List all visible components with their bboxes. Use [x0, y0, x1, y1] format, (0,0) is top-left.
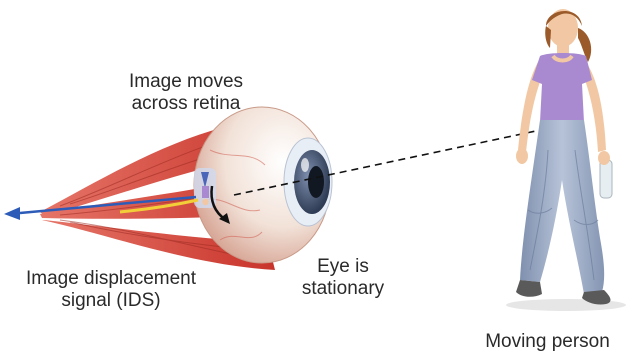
label-image-moves: Image moves across retina	[86, 71, 286, 115]
label-ids-line1: Image displacement	[0, 268, 222, 290]
left-shoe	[516, 280, 542, 297]
label-image-moves-line2: across retina	[86, 93, 286, 115]
shirt	[532, 53, 592, 125]
moving-person	[506, 9, 626, 311]
label-eye-line2: stationary	[283, 278, 403, 300]
label-ids-line2: signal (IDS)	[0, 290, 222, 312]
pupil	[308, 166, 324, 198]
jeans	[520, 120, 604, 294]
label-eye-line1: Eye is	[283, 256, 403, 278]
water-bottle	[600, 160, 612, 198]
signal-arrowhead	[4, 207, 20, 220]
label-image-moves-line1: Image moves	[86, 71, 286, 93]
label-moving-person: Moving person	[460, 331, 635, 353]
label-eye-stationary: Eye is stationary	[283, 256, 403, 300]
label-ids: Image displacement signal (IDS)	[0, 268, 222, 312]
